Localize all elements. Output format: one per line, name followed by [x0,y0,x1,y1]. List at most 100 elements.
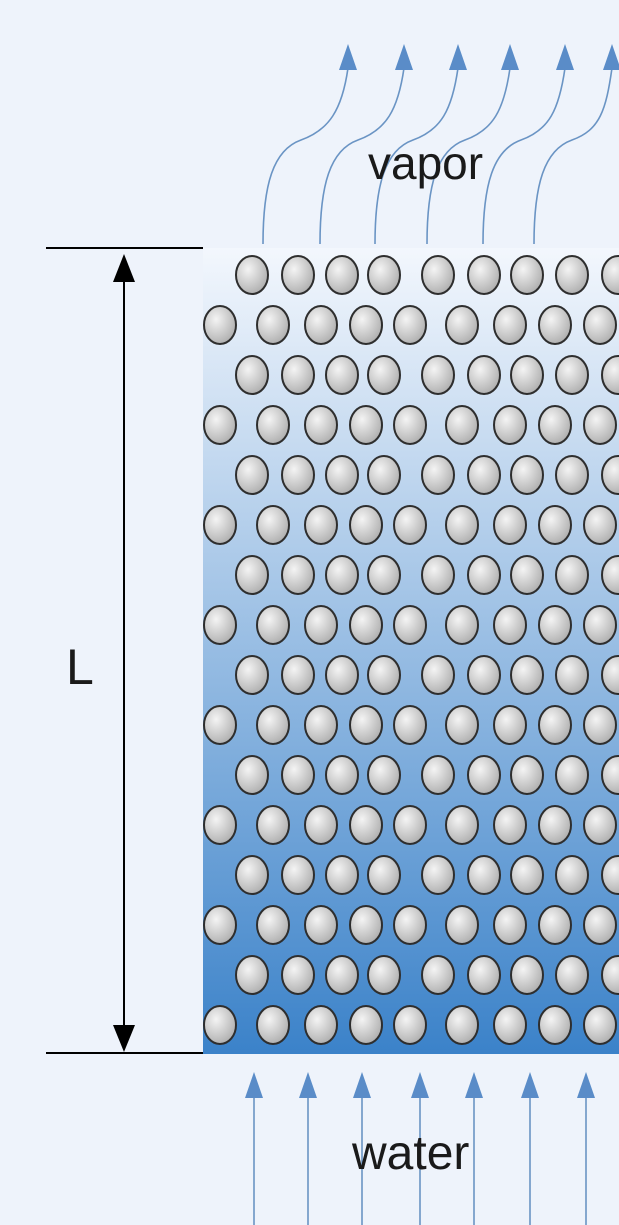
particle [511,956,543,994]
particle [204,906,236,944]
particle [350,806,382,844]
particle [305,306,337,344]
water-arrowhead [411,1072,429,1098]
particle [350,1006,382,1044]
vapor-arrowhead [501,44,519,70]
water-arrowhead [465,1072,483,1098]
particle [556,656,588,694]
particle [326,456,358,494]
particle [257,606,289,644]
particle [326,756,358,794]
particle [282,756,314,794]
water-label: water [352,1130,469,1178]
particle [236,856,268,894]
particle [556,956,588,994]
water-arrowhead [521,1072,539,1098]
particle [468,956,500,994]
particle [257,906,289,944]
particle [422,956,454,994]
particle [350,306,382,344]
particle [422,656,454,694]
water-arrowhead [299,1072,317,1098]
dimension-arrowhead-bottom [113,1025,135,1052]
particle [305,606,337,644]
particle [494,906,526,944]
particle [422,256,454,294]
particle [584,506,616,544]
particle [236,756,268,794]
particle [494,606,526,644]
particle [468,656,500,694]
particle [468,756,500,794]
particle [556,456,588,494]
particle [539,806,571,844]
particle [257,806,289,844]
particle [394,906,426,944]
vapor-arrow-shaft [534,68,612,244]
particle [556,856,588,894]
length-label: L [66,642,94,692]
particle [511,256,543,294]
dimension-arrowhead-top [113,254,135,282]
particle [257,1006,289,1044]
particle [236,956,268,994]
particle [468,256,500,294]
particle [446,906,478,944]
particle [368,856,400,894]
particle [282,456,314,494]
particle [556,356,588,394]
particle [326,356,358,394]
particle [394,406,426,444]
particle [350,406,382,444]
particle [394,506,426,544]
particle [422,856,454,894]
particle [584,406,616,444]
particle [494,406,526,444]
particle [368,756,400,794]
particle [326,656,358,694]
particle [511,556,543,594]
particle [305,406,337,444]
particle [394,306,426,344]
particle [494,306,526,344]
particle [350,506,382,544]
particle [556,556,588,594]
particle [494,706,526,744]
particle [468,856,500,894]
particle [350,706,382,744]
water-arrowhead [577,1072,595,1098]
particle [204,1006,236,1044]
particle [446,706,478,744]
particle [257,406,289,444]
particle [468,456,500,494]
particle [368,256,400,294]
particle [204,506,236,544]
particle [236,356,268,394]
vapor-arrowhead [556,44,574,70]
vapor-arrowhead [603,44,619,70]
particle [511,756,543,794]
particle [394,706,426,744]
particle [368,656,400,694]
particle [511,656,543,694]
particle [394,1006,426,1044]
particle [446,806,478,844]
particle [422,756,454,794]
particle [539,706,571,744]
water-arrowhead [245,1072,263,1098]
particle [204,706,236,744]
particle [282,556,314,594]
particle [494,1006,526,1044]
particle [305,806,337,844]
particle [282,256,314,294]
particle [556,256,588,294]
vapor-arrowhead [339,44,357,70]
particle [584,306,616,344]
particle [539,906,571,944]
particle [394,606,426,644]
particle [494,506,526,544]
particle [539,1006,571,1044]
particle [326,856,358,894]
vapor-arrowhead [449,44,467,70]
particle [584,606,616,644]
